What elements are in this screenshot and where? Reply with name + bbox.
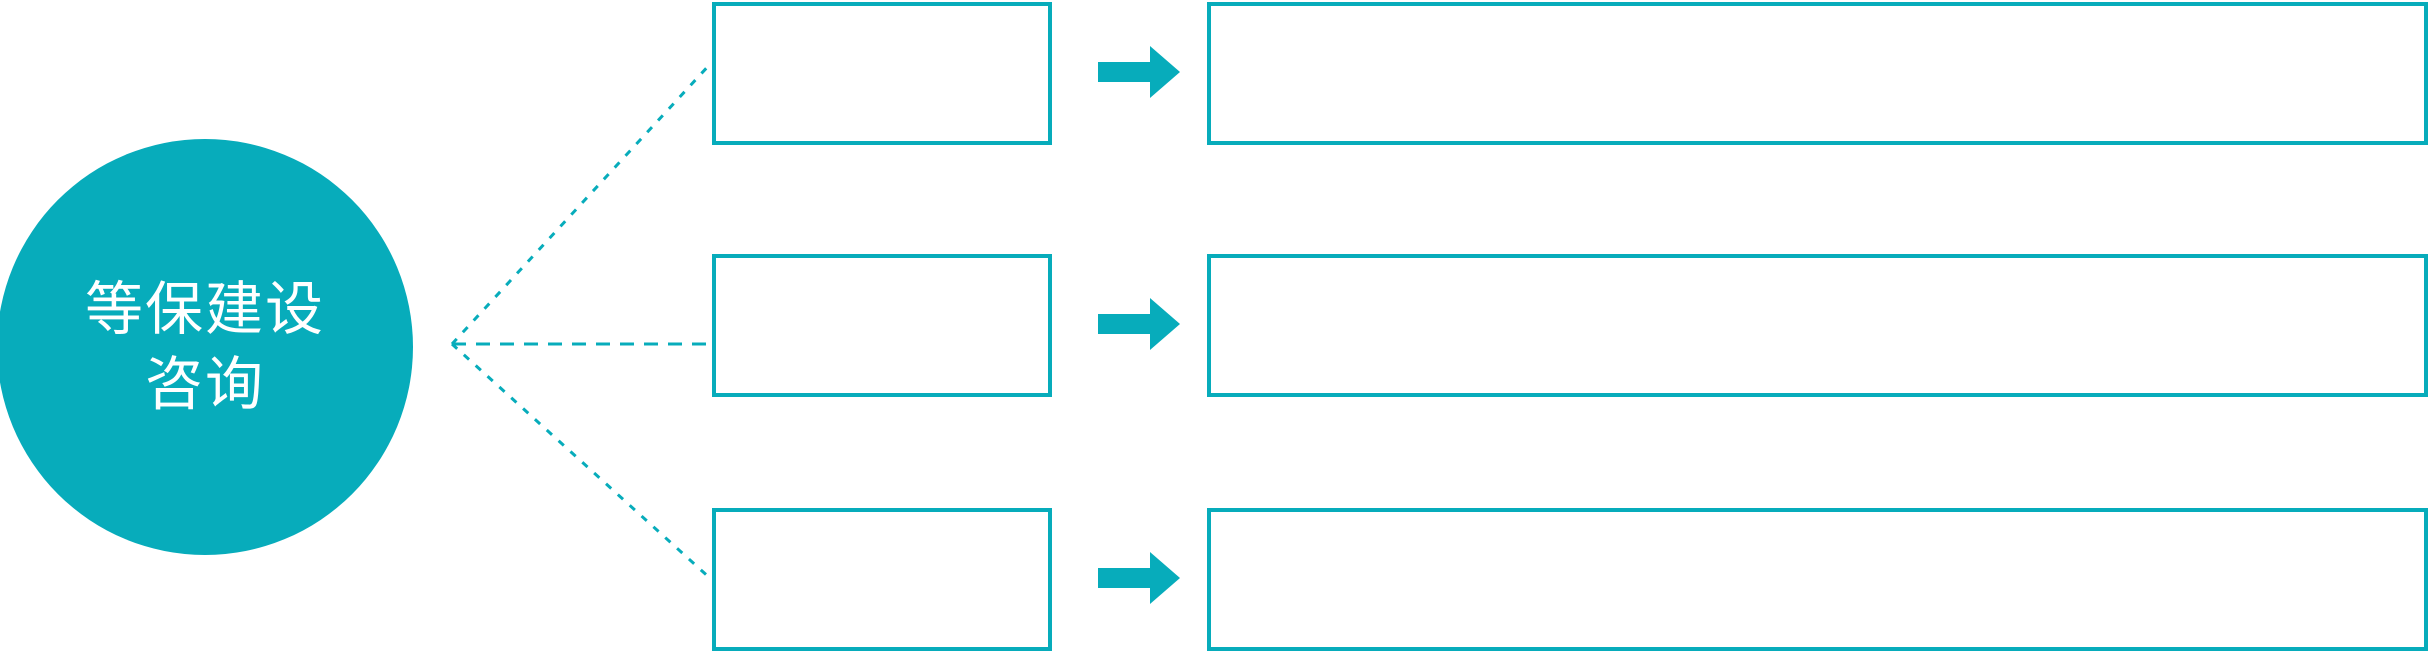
arrow-right-icon <box>1098 46 1180 98</box>
diagram-row <box>0 506 2434 651</box>
detail-box-2[interactable] <box>1207 254 2428 397</box>
diagram-row <box>0 0 2434 145</box>
hub-title-line-1: 等保建设 <box>84 276 325 342</box>
diagram-row <box>0 252 2434 397</box>
hub-circle[interactable]: 等保建设 咨询 <box>0 139 413 555</box>
hub-title-line-2: 咨询 <box>144 352 265 417</box>
category-box-3[interactable] <box>712 508 1052 651</box>
category-box-2[interactable] <box>712 254 1052 397</box>
category-box-1[interactable] <box>712 2 1052 145</box>
detail-box-1[interactable] <box>1207 2 2428 145</box>
detail-box-3[interactable] <box>1207 508 2428 651</box>
arrow-right-icon <box>1098 298 1180 350</box>
arrow-right-icon <box>1098 552 1180 604</box>
